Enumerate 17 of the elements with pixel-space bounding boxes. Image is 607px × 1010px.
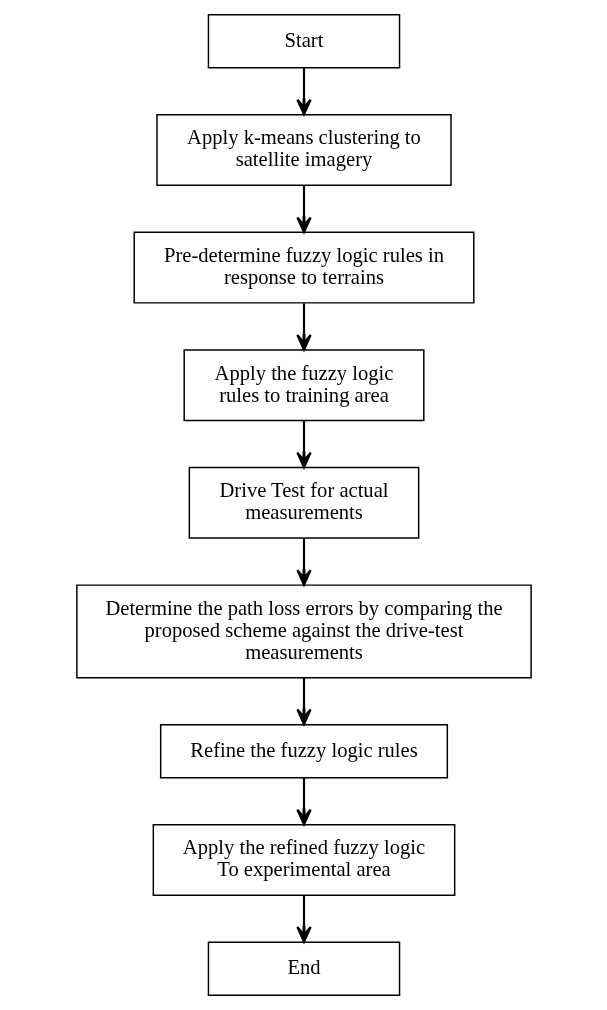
arrow	[295, 421, 312, 469]
arrow	[295, 777, 312, 826]
node-box: Determine the path loss errors by comparing the proposed scheme against the drive-test measurements	[75, 584, 532, 679]
node-box: Drive Test for actual measurements	[188, 466, 419, 539]
arrow	[295, 677, 312, 726]
node-box: Start	[207, 14, 400, 69]
node-box: Pre-determine fuzzy logic rules in response to terrains	[132, 231, 475, 304]
arrow	[295, 67, 312, 116]
node-box: End	[207, 941, 400, 996]
arrow	[295, 303, 312, 351]
node-box: Apply the fuzzy logic rules to training area	[182, 349, 425, 422]
arrow	[295, 185, 312, 234]
node-box: Apply k-means clustering to satellite imagery	[155, 113, 452, 186]
arrow	[295, 895, 312, 943]
node-box: Apply the refined fuzzy logic To experimental area	[152, 824, 455, 897]
node-box: Refine the fuzzy logic rules	[159, 724, 448, 779]
arrow	[295, 538, 312, 586]
